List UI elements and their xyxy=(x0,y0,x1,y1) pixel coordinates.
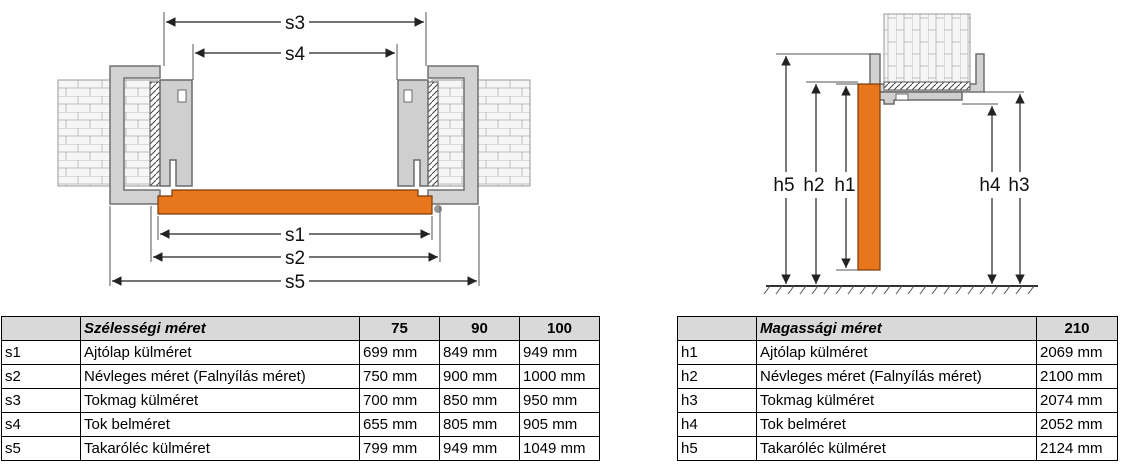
floor xyxy=(763,285,1038,295)
row-value: 805 mm xyxy=(439,412,520,437)
row-value: 905 mm xyxy=(519,412,600,437)
header-cell: Magassági méret xyxy=(756,316,1037,341)
table-row: s4 Tok belméret 655 mm 805 mm 905 mm xyxy=(1,412,600,437)
top-wall xyxy=(883,13,971,83)
row-label: Tok belméret xyxy=(80,412,360,437)
left-frame-profile xyxy=(109,65,193,205)
row-value: 949 mm xyxy=(519,340,600,365)
header-cell xyxy=(1,316,81,341)
row-value: 2052 mm xyxy=(1036,412,1118,437)
width-dimensions-table: Szélességi méret 75 90 100 s1 Ajtólap kü… xyxy=(1,316,600,461)
label-s4: s4 xyxy=(285,44,306,65)
header-cell: 75 xyxy=(359,316,440,341)
row-value: 1049 mm xyxy=(519,436,600,461)
row-code: h4 xyxy=(677,412,757,437)
label-s3: s3 xyxy=(285,13,305,34)
header-cell: 210 xyxy=(1036,316,1118,341)
door-leaf-elevation xyxy=(857,83,881,271)
row-label: Ajtólap külméret xyxy=(80,340,360,365)
row-value: 700 mm xyxy=(359,388,440,413)
label-h4: h4 xyxy=(979,175,1001,196)
row-label: Névleges méret (Falnyílás méret) xyxy=(756,364,1037,389)
label-s5: s5 xyxy=(285,272,305,293)
row-value: 655 mm xyxy=(359,412,440,437)
table-row: h4 Tok belméret 2052 mm xyxy=(677,412,1118,437)
row-value: 1000 mm xyxy=(519,364,600,389)
row-value: 2069 mm xyxy=(1036,340,1118,365)
row-code: h5 xyxy=(677,436,757,461)
table-row: h1 Ajtólap külméret 2069 mm xyxy=(677,340,1118,365)
row-label: Tokmag külméret xyxy=(756,388,1037,413)
height-section-drawing: h5 h2 h1 h4 h3 xyxy=(763,13,1038,295)
row-code: h3 xyxy=(677,388,757,413)
head-frame-profile xyxy=(869,53,985,105)
row-value: 699 mm xyxy=(359,340,440,365)
row-label: Ajtólap külméret xyxy=(756,340,1037,365)
door-leaf-section xyxy=(157,189,433,215)
row-value: 950 mm xyxy=(519,388,600,413)
right-wall xyxy=(431,79,531,187)
row-code: s1 xyxy=(1,340,81,365)
row-code: s5 xyxy=(1,436,81,461)
row-value: 750 mm xyxy=(359,364,440,389)
row-label: Takaróléc külméret xyxy=(80,436,360,461)
label-h5: h5 xyxy=(773,175,794,196)
header-cell: Szélességi méret xyxy=(80,316,360,341)
row-code: h2 xyxy=(677,364,757,389)
table-row: h2 Névleges méret (Falnyílás méret) 2100… xyxy=(677,364,1118,389)
height-table-header: Magassági méret 210 xyxy=(677,316,1118,341)
row-label: Tok belméret xyxy=(756,412,1037,437)
table-row: h5 Takaróléc külméret 2124 mm xyxy=(677,436,1118,461)
table-row: s3 Tokmag külméret 700 mm 850 mm 950 mm xyxy=(1,388,600,413)
label-h2: h2 xyxy=(803,175,824,196)
left-wall xyxy=(57,79,159,187)
right-frame-profile xyxy=(397,65,479,213)
label-s2: s2 xyxy=(285,248,305,269)
row-label: Tokmag külméret xyxy=(80,388,360,413)
row-code: s2 xyxy=(1,364,81,389)
table-row: h3 Tokmag külméret 2074 mm xyxy=(677,388,1118,413)
header-cell xyxy=(677,316,757,341)
header-cell: 90 xyxy=(439,316,520,341)
door-dimension-diagram: s3 s4 s1 s2 s5 xyxy=(57,12,1038,295)
height-dimensions-table: Magassági méret 210 h1 Ajtólap külméret … xyxy=(677,316,1118,461)
row-value: 850 mm xyxy=(439,388,520,413)
row-label: Takaróléc külméret xyxy=(756,436,1037,461)
table-row: s2 Névleges méret (Falnyílás méret) 750 … xyxy=(1,364,600,389)
header-cell: 100 xyxy=(519,316,600,341)
label-s1: s1 xyxy=(285,225,305,246)
row-value: 849 mm xyxy=(439,340,520,365)
table-row: s5 Takaróléc külméret 799 mm 949 mm 1049… xyxy=(1,436,600,461)
width-section-drawing: s3 s4 s1 s2 s5 xyxy=(57,12,531,293)
table-row: s1 Ajtólap külméret 699 mm 849 mm 949 mm xyxy=(1,340,600,365)
row-value: 949 mm xyxy=(439,436,520,461)
row-value: 2100 mm xyxy=(1036,364,1118,389)
width-table-header: Szélességi méret 75 90 100 xyxy=(1,316,600,341)
row-label: Névleges méret (Falnyílás méret) xyxy=(80,364,360,389)
row-code: s3 xyxy=(1,388,81,413)
label-h3: h3 xyxy=(1008,175,1029,196)
row-code: s4 xyxy=(1,412,81,437)
label-h1: h1 xyxy=(834,175,855,196)
row-value: 799 mm xyxy=(359,436,440,461)
row-value: 2074 mm xyxy=(1036,388,1118,413)
row-code: h1 xyxy=(677,340,757,365)
row-value: 900 mm xyxy=(439,364,520,389)
row-value: 2124 mm xyxy=(1036,436,1118,461)
